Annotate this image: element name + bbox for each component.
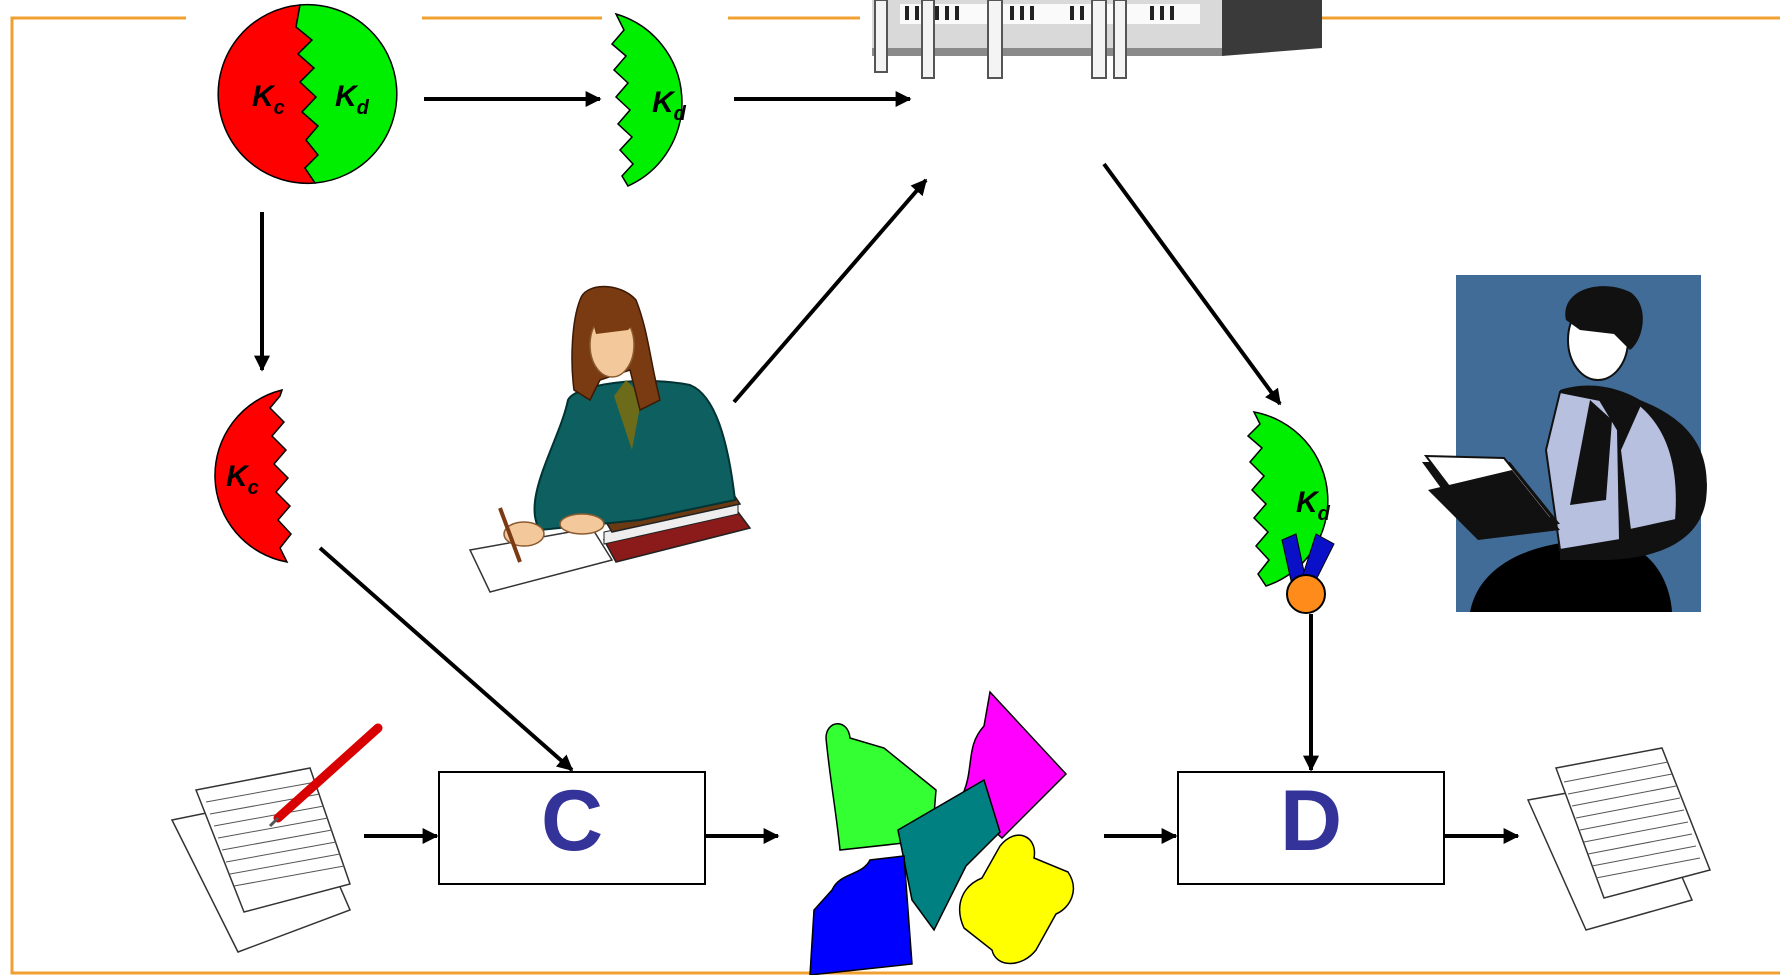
encrypt-box: C xyxy=(438,771,706,885)
decrypt-box: D xyxy=(1177,771,1445,885)
ciphertext-puzzle-icon xyxy=(809,690,1074,975)
arrow-directory-to-certified xyxy=(1102,162,1282,406)
plaintext-document-icon xyxy=(170,723,383,953)
arrow-private-to-encrypt xyxy=(318,546,574,772)
public-key-icon: Kd xyxy=(610,12,687,187)
decrypt-box-label: D xyxy=(1280,773,1342,869)
key-pair-private-label: Kc xyxy=(252,80,285,119)
writer-icon xyxy=(468,285,752,593)
arrows xyxy=(254,91,1520,844)
private-key-icon: Kc xyxy=(214,388,292,564)
decrypted-document-icon xyxy=(1526,747,1712,931)
certified-key-label: Kd xyxy=(1296,486,1331,525)
slide-frame xyxy=(10,16,1780,975)
arrow-writer-to-directory xyxy=(732,178,928,404)
key-pair-public-label: Kd xyxy=(335,80,370,119)
public-key-label: Kd xyxy=(652,86,687,125)
directory-building-icon xyxy=(872,0,1322,79)
encrypt-box-label: C xyxy=(541,773,603,869)
private-key-label: Kc xyxy=(226,460,259,499)
key-pair-icon: Kc Kd xyxy=(217,3,398,185)
certified-key-icon: Kd xyxy=(1246,410,1335,614)
reader-icon xyxy=(1422,275,1707,612)
